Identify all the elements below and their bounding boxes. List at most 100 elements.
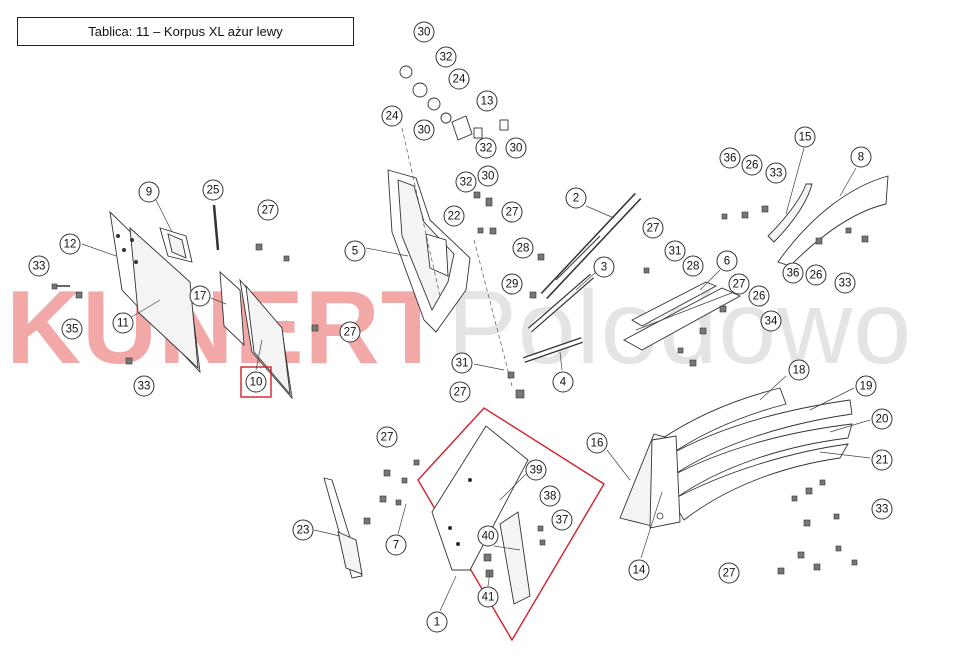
part-blade-19 [663,399,853,477]
callout-label: 41 [482,592,495,604]
callout-circle [871,498,893,520]
callout-27: 27 [449,381,471,403]
callout-label: 34 [765,316,778,328]
callout-label: 27 [506,207,519,219]
callout-label: 26 [746,160,759,172]
callout-circle [376,426,398,448]
callout-circle [505,137,527,159]
callout-circle [871,408,893,430]
callout-33: 33 [871,498,893,520]
callout-circle [719,147,741,169]
callout-label: 24 [453,74,466,86]
callout-label: 36 [787,268,800,280]
callout-15: 15 [794,126,816,148]
callout-16: 16 [586,432,608,454]
callout-32: 32 [455,171,477,193]
callout-2: 2 [565,187,587,209]
callout-label: 27 [262,205,275,217]
callout-41: 41 [477,586,499,608]
part-cylinder-2 [540,192,642,300]
callout-circle [501,273,523,295]
callout-36: 36 [782,262,804,284]
callout-circle [477,525,499,547]
callout-label: 17 [194,291,207,303]
callout-circle [794,126,816,148]
callout-39: 39 [525,459,547,481]
callout-22: 22 [443,205,465,227]
small-hardware-right [643,205,869,367]
callout-7: 7 [385,534,407,556]
callout-20: 20 [871,408,893,430]
callout-circle [385,534,407,556]
callout-label: 3 [601,262,607,274]
callout-label: 25 [207,185,220,197]
hardware-stack-top [399,65,509,235]
callout-27: 27 [718,562,740,584]
callout-5: 5 [344,240,366,262]
callout-27: 27 [728,273,750,295]
callout-label: 13 [481,96,494,108]
callout-9: 9 [138,181,160,203]
callout-circle [765,162,787,184]
callout-circle [28,255,50,277]
callout-label: 2 [573,193,579,205]
callout-31: 31 [451,352,473,374]
callout-circle [501,201,523,223]
callout-label: 7 [393,540,399,552]
callout-14: 14 [628,559,650,581]
callout-circle [782,262,804,284]
callout-label: 4 [560,377,567,389]
callout-circle [59,233,81,255]
callout-label: 27 [723,568,736,580]
callout-circle [451,352,473,374]
callout-circle [435,46,457,68]
callout-circle [871,449,893,471]
leader-lines [81,147,871,612]
callout-27: 27 [501,201,523,223]
callout-circle [426,611,448,633]
part-bracket-23 [323,477,363,579]
callout-circle [718,562,740,584]
part-plate-10 [239,278,293,400]
callout-8: 8 [850,146,872,168]
callout-label: 32 [460,177,473,189]
callout-label: 1 [434,617,440,629]
callout-11: 11 [112,312,134,334]
callout-label: 38 [544,491,557,503]
callout-35: 35 [61,318,83,340]
callout-circle [413,21,435,43]
small-hardware-lower-center [363,459,420,525]
callout-circle [855,375,877,397]
callout-circle [202,179,224,201]
callout-label: 27 [344,327,357,339]
callout-circle [476,90,498,112]
callout-label: 14 [633,565,646,577]
callout-label: 27 [647,223,660,235]
callout-circle [788,359,810,381]
callout-circle [477,165,499,187]
callout-label: 10 [250,377,263,389]
callout-28: 28 [512,237,534,259]
callout-circle [552,371,574,393]
callout-12: 12 [59,233,81,255]
callout-circle [138,181,160,203]
callout-23: 23 [292,519,314,541]
callout-17: 17 [189,285,211,307]
callout-32: 32 [435,46,457,68]
callout-circle [449,381,471,403]
callout-label: 16 [591,438,604,450]
callout-13: 13 [476,90,498,112]
callout-label: 31 [669,246,682,258]
callout-circle [443,205,465,227]
callout-30: 30 [413,119,435,141]
callout-24: 24 [448,68,470,90]
callout-circle [586,432,608,454]
callout-circle [565,187,587,209]
small-hardware-center [507,253,545,399]
callout-32: 32 [475,137,497,159]
callout-29: 29 [501,273,523,295]
callout-circle [682,255,704,277]
callout-circle [344,240,366,262]
part-plate-40 [499,511,531,605]
